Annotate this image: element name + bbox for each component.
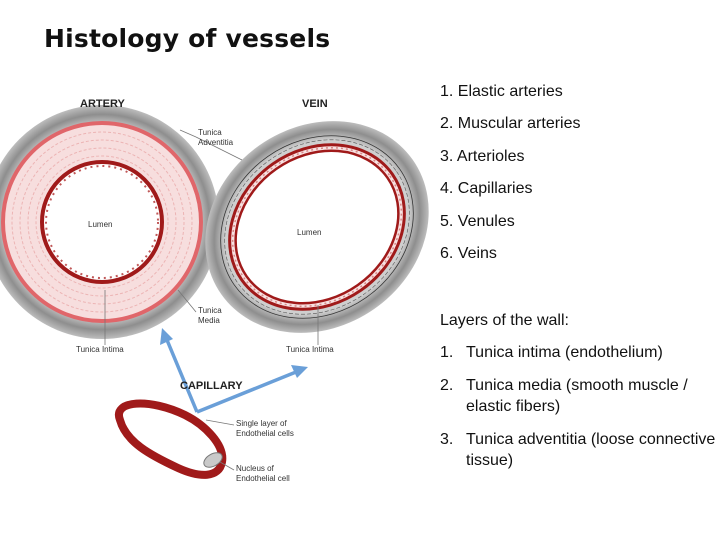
list-item: 5. Venules — [440, 212, 515, 230]
vein-intima — [234, 149, 400, 305]
vein-intima-label: Tunica Intima — [286, 345, 334, 354]
capillary-drawing — [115, 399, 227, 479]
nucleus-label: Nucleus of Endothelial cell — [236, 464, 290, 483]
vein-drawing — [205, 121, 429, 333]
vein-label: VEIN — [302, 98, 328, 110]
list-item: 3. Arterioles — [440, 147, 525, 165]
adventitia-label: Tunica Adventitia — [198, 128, 234, 147]
vessel-histology-figure: ARTERY VEIN Tunica Adventitia Lumen Lume… — [0, 98, 429, 483]
artery-lumen-label: Lumen — [88, 220, 113, 229]
list-number: 3. — [440, 431, 454, 448]
list-item: 2. Tunica media (smooth muscle / elastic… — [440, 375, 720, 417]
artery-intima-label: Tunica Intima — [76, 345, 124, 354]
endothelial-nucleus — [203, 452, 223, 468]
capillary-label: CAPILLARY — [180, 380, 243, 392]
vessel-diagram — [0, 105, 429, 479]
list-item: 1. Tunica intima (endothelium) — [440, 342, 720, 363]
list-number: 2. — [440, 377, 454, 394]
list-item: 1. Elastic arteries — [440, 83, 563, 100]
list-item: 6. Veins — [440, 244, 497, 262]
capillary-wall — [115, 399, 227, 479]
artery-drawing — [0, 105, 219, 339]
list-item: 3. Tunica adventitia (loose connective t… — [440, 429, 720, 471]
list-text: Tunica adventitia (loose connective tiss… — [466, 431, 716, 469]
artery-intima — [40, 160, 164, 284]
vein-lumen-label: Lumen — [297, 228, 322, 237]
endothelial-cells-label: Single layer of Endothelial cells — [236, 419, 294, 438]
slide-title: Histology of vessels — [44, 24, 331, 53]
vessel-types-list: 1. Elastic arteries 2. Muscular arteries… — [440, 82, 581, 276]
list-item: 2. Muscular arteries — [440, 115, 581, 133]
media-label: Tunica Media — [198, 306, 222, 325]
artery-label: ARTERY — [80, 98, 125, 110]
list-text: Tunica intima (endothelium) — [466, 344, 663, 361]
list-item: 4. Capillaries — [440, 180, 533, 198]
layers-heading: Layers of the wall: — [440, 312, 569, 329]
list-number: 1. — [440, 344, 454, 361]
list-text: Tunica media (smooth muscle / elastic fi… — [466, 377, 688, 415]
wall-layers-list: 1. Tunica intima (endothelium) 2. Tunica… — [440, 342, 720, 483]
arrows — [160, 328, 308, 414]
